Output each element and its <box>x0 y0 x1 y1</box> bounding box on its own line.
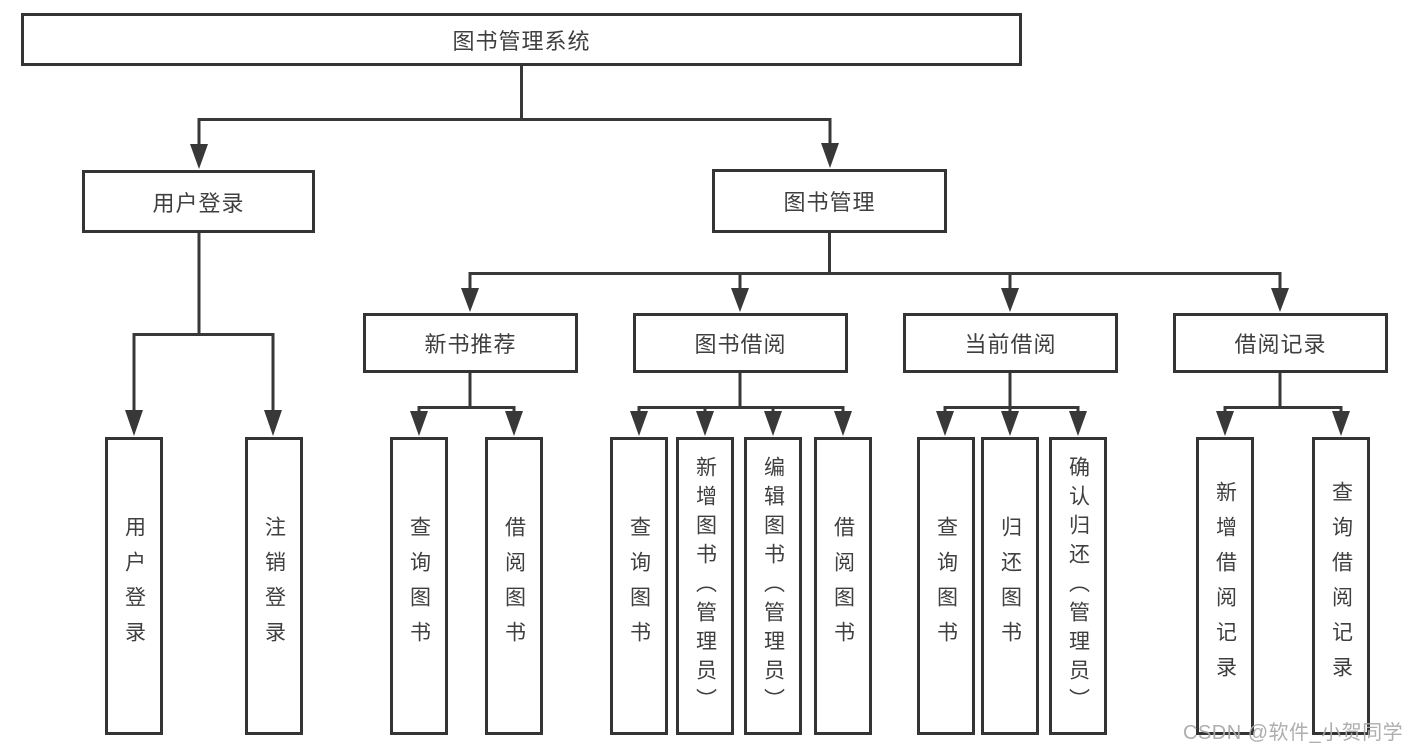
leaf-label: 确认归还（管理员） <box>1066 455 1090 717</box>
leaf-edit-books-admin: 编辑图书（管理员） <box>744 437 802 735</box>
leaf-user-login: 用户登录 <box>105 437 163 735</box>
node-current-borrowing: 当前借阅 <box>903 313 1118 373</box>
leaf-label: 归还图书 <box>998 516 1022 656</box>
node-new-book-recommendation: 新书推荐 <box>363 313 578 373</box>
leaf-borrow-books: 借阅图书 <box>814 437 872 735</box>
node-book-borrowing: 图书借阅 <box>633 313 848 373</box>
leaf-query-books-current: 查询图书 <box>917 437 975 735</box>
node-borrowing-records: 借阅记录 <box>1173 313 1388 373</box>
leaf-query-books-recommend: 查询图书 <box>390 437 448 735</box>
leaf-label: 注销登录 <box>262 516 286 656</box>
leaf-label: 借阅图书 <box>502 516 526 656</box>
leaf-confirm-return-admin: 确认归还（管理员） <box>1049 437 1107 735</box>
leaf-label: 编辑图书（管理员） <box>761 455 785 717</box>
leaf-add-books-admin: 新增图书（管理员） <box>676 437 734 735</box>
leaf-label: 新增图书（管理员） <box>693 455 717 717</box>
csdn-watermark: CSDN @软件_小贺同学 <box>1183 722 1404 744</box>
leaf-add-borrow-record: 新增借阅记录 <box>1196 437 1254 735</box>
leaf-label: 查询借阅记录 <box>1329 481 1353 691</box>
leaf-label: 借阅图书 <box>831 516 855 656</box>
leaf-logout: 注销登录 <box>245 437 303 735</box>
leaf-label: 用户登录 <box>122 516 146 656</box>
leaf-label: 查询图书 <box>407 516 431 656</box>
leaf-return-books: 归还图书 <box>981 437 1039 735</box>
node-user-login: 用户登录 <box>82 170 315 233</box>
leaf-label: 查询图书 <box>934 516 958 656</box>
arrowhead-group <box>125 143 1350 436</box>
leaf-label: 新增借阅记录 <box>1213 481 1237 691</box>
leaf-borrow-books-recommend: 借阅图书 <box>485 437 543 735</box>
node-book-management: 图书管理 <box>712 169 947 233</box>
leaf-query-books-borrowing: 查询图书 <box>610 437 668 735</box>
leaf-query-borrow-record: 查询借阅记录 <box>1312 437 1370 735</box>
node-library-management-system: 图书管理系统 <box>21 13 1022 66</box>
leaf-label: 查询图书 <box>627 516 651 656</box>
